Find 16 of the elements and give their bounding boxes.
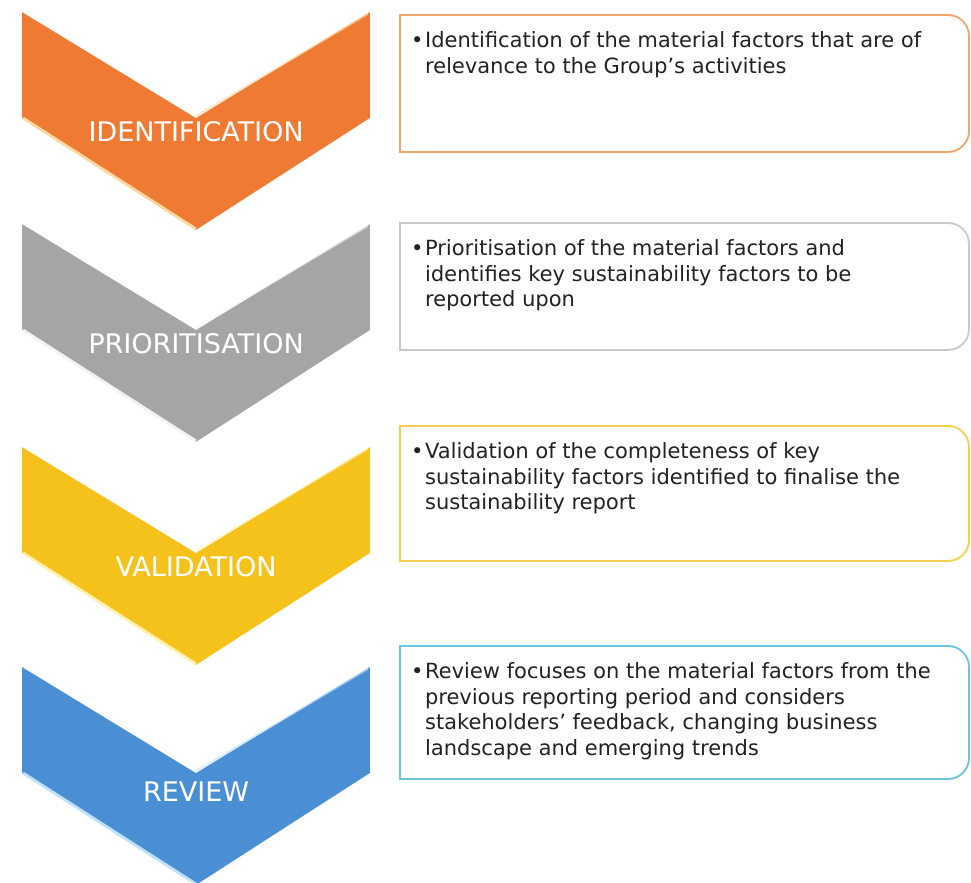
bullet: • xyxy=(411,28,424,54)
description-card xyxy=(399,222,970,351)
description-card xyxy=(399,425,970,562)
description-card xyxy=(399,14,970,153)
description-text: Prioritisation of the material factors and identifies key sustainability factors to be reported upon xyxy=(425,236,852,313)
bullet: • xyxy=(411,236,424,262)
description-text: Identification of the material factors that are of relevance to the Group’s activities xyxy=(425,28,922,80)
step-label: REVIEW xyxy=(142,777,250,808)
step-label: PRIORITISATION xyxy=(87,329,305,360)
description-card xyxy=(399,645,970,780)
description-text: Review focuses on the material factors from the previous reporting period and considers stakeholders’ feedback, changing business landscape and emerging trends xyxy=(425,659,932,762)
bullet: • xyxy=(411,439,424,465)
step-label: VALIDATION xyxy=(114,552,278,583)
bullet: • xyxy=(411,659,424,685)
description-text: Validation of the completeness of key sustainability factors identified to finalise the sustainability report xyxy=(425,439,902,516)
step-label: IDENTIFICATION xyxy=(87,117,305,148)
